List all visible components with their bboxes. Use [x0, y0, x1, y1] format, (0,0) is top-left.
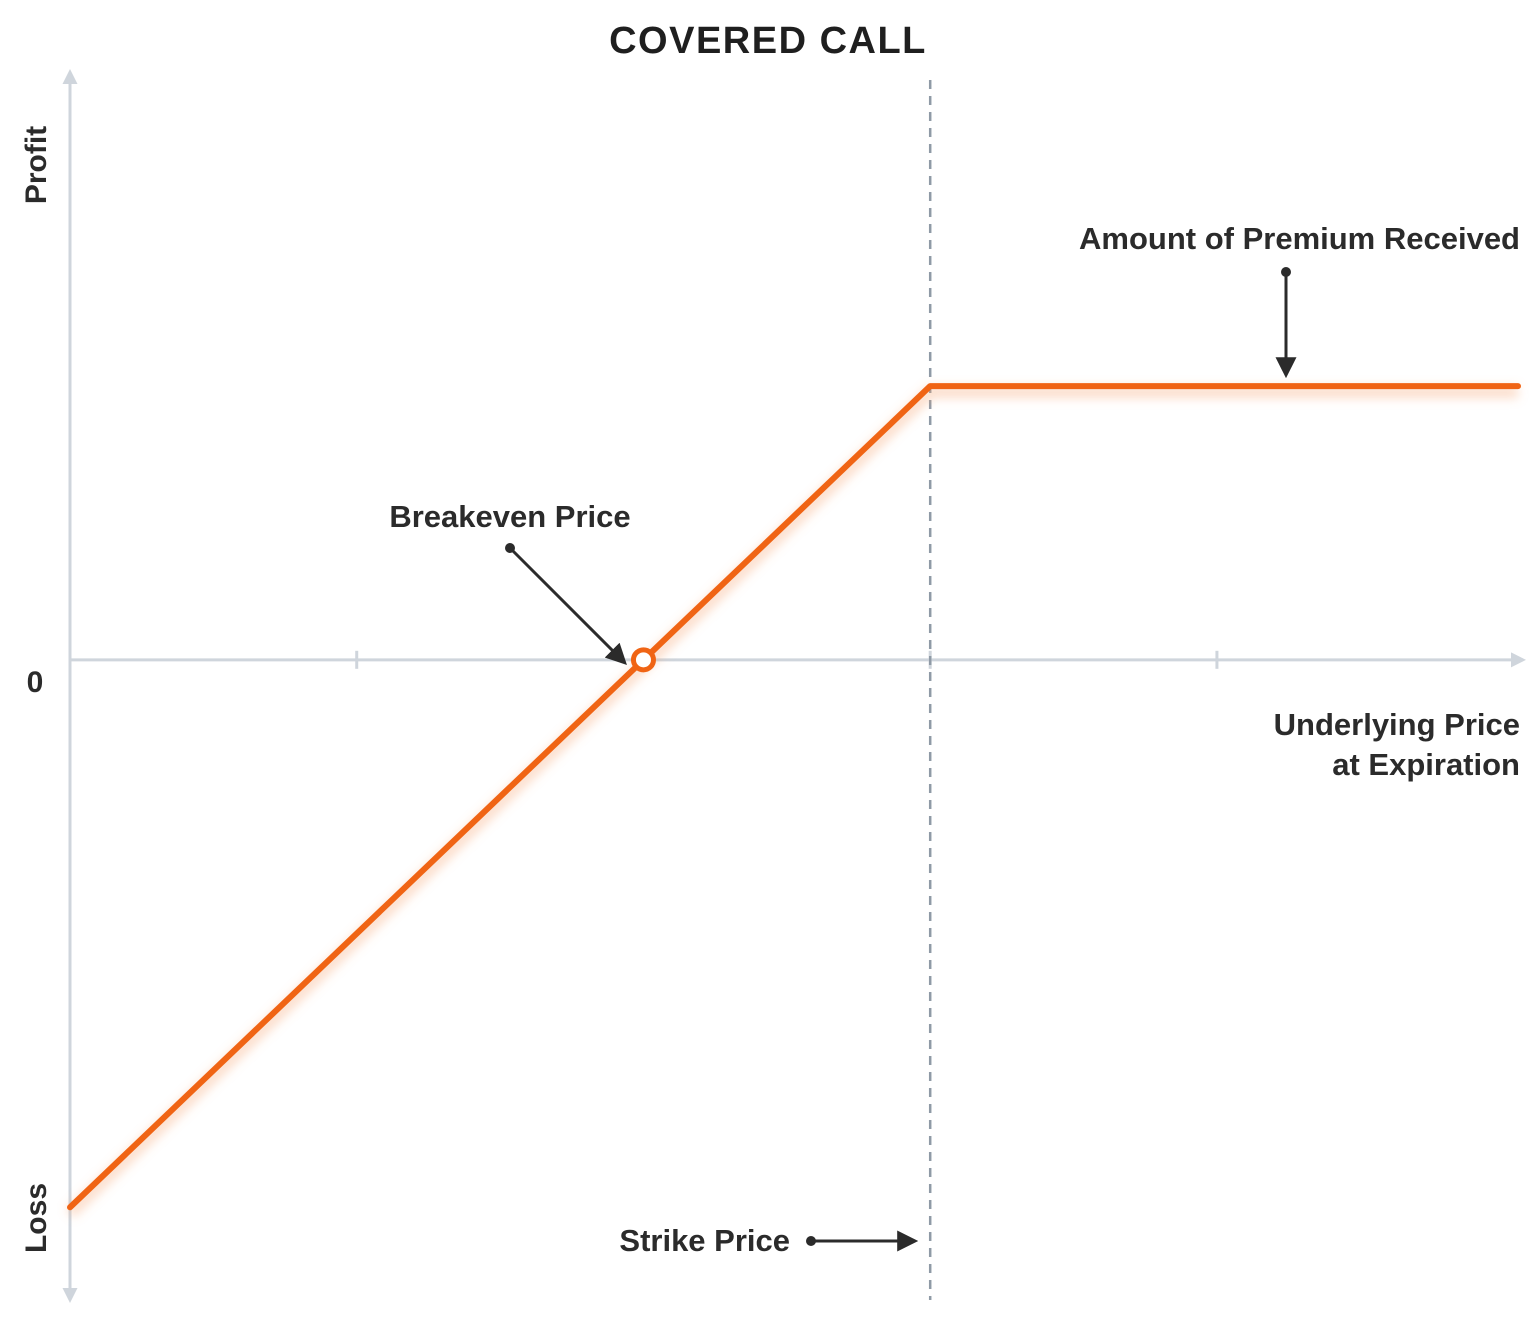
breakeven-point-marker — [630, 647, 656, 673]
payoff-line — [67, 383, 1521, 1211]
strike-price-label: Strike Price — [619, 1223, 790, 1258]
y-zero-label: 0 — [27, 666, 44, 699]
chart-title: COVERED CALL — [609, 20, 927, 62]
premium-received-label: Amount of Premium Received — [1079, 221, 1520, 256]
axes — [62, 69, 1526, 1303]
x-axis-label-line-2: at Expiration — [1332, 747, 1520, 782]
x-axis-label-line-1: Underlying Price — [1274, 707, 1520, 742]
y-axis-profit-label: Profit — [20, 126, 53, 204]
breakeven-price-label: Breakeven Price — [389, 499, 630, 534]
payoff-line-shadow — [65, 386, 1518, 1218]
y-axis-loss-label: Loss — [20, 1183, 53, 1253]
breakeven-callout-arrow — [508, 546, 627, 665]
